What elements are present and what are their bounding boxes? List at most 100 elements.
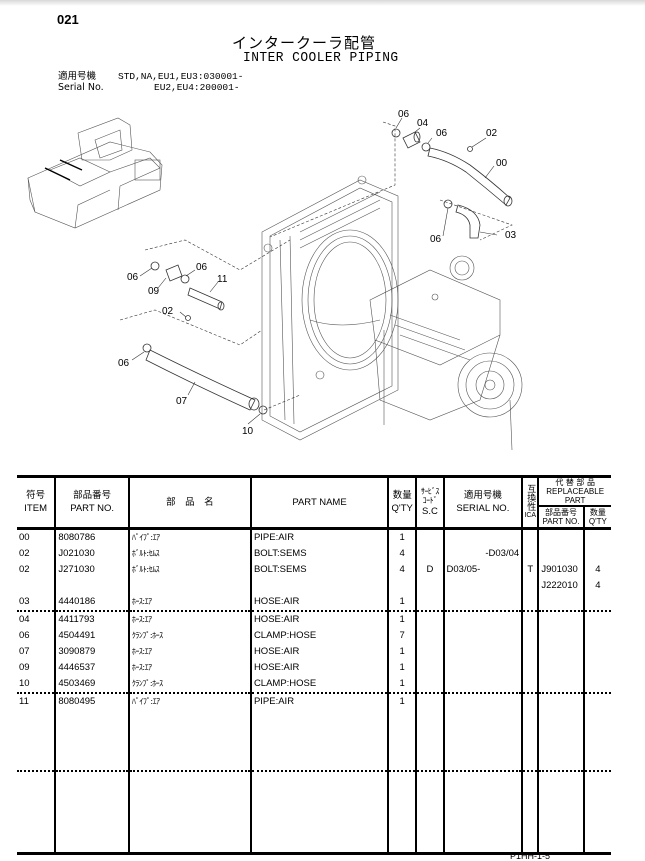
serial-cell xyxy=(442,643,523,660)
header-sc-jp: ｻｰﾋﾞｽ ｺｰﾄﾞ xyxy=(420,486,440,505)
callout-06: 06 xyxy=(196,262,208,273)
serial-cell: D03/05- xyxy=(442,561,523,578)
serial-cell xyxy=(442,577,523,594)
header-repl-en2: PART xyxy=(564,496,586,505)
repl-part-cell: J901030 xyxy=(537,561,584,578)
name-en-cell: PIPE:AIR xyxy=(249,528,389,546)
clamp-06-d xyxy=(150,261,160,271)
name-jp-cell: ﾎｰｽ:ｴｱ xyxy=(127,593,251,611)
sc-cell: D xyxy=(415,561,444,578)
serial-cell xyxy=(442,627,523,644)
header-repl-qty-en: Q'TY xyxy=(588,516,607,526)
header-serial-en: SERIAL NO. xyxy=(456,503,510,515)
callout-04: 04 xyxy=(417,118,429,129)
bolt-02-a xyxy=(467,146,473,152)
repl-part-cell xyxy=(537,659,584,676)
serial-label-en: Serial No. xyxy=(58,82,104,93)
sc-cell xyxy=(415,675,444,693)
callout-07: 07 xyxy=(176,396,188,407)
part-no-cell: 3090879 xyxy=(54,643,129,660)
sc-cell xyxy=(415,528,444,546)
callout-02: 02 xyxy=(486,128,498,139)
part-no-cell: J271030 xyxy=(54,561,129,578)
ica-cell xyxy=(521,593,539,611)
serial-cell xyxy=(442,675,523,693)
item-cell: 07 xyxy=(19,645,30,657)
name-jp-cell: ﾊﾟｲﾌﾟ:ｴｱ xyxy=(127,528,251,546)
repl-qty-cell xyxy=(582,627,611,644)
item-cell: 00 xyxy=(19,531,30,543)
repl-part-cell xyxy=(537,609,584,628)
repl-part-cell xyxy=(537,675,584,693)
name-jp-cell: ﾎｰｽ:ｴｱ xyxy=(127,659,251,676)
callout-06: 06 xyxy=(398,109,410,120)
repl-qty-cell xyxy=(582,593,611,611)
name-en-cell: HOSE:AIR xyxy=(249,643,389,660)
name-en-cell: HOSE:AIR xyxy=(249,659,389,676)
name-jp-cell: ﾎｰｽ:ｴｱ xyxy=(127,609,251,628)
serial-cell xyxy=(442,659,523,676)
leader-lines xyxy=(131,117,498,425)
part-no-cell: 8080495 xyxy=(54,691,129,710)
clamp-06-f xyxy=(142,343,152,353)
ica-cell xyxy=(521,675,539,693)
repl-part-cell xyxy=(537,627,584,644)
sc-cell xyxy=(415,691,444,710)
qty-cell: 1 xyxy=(387,609,417,628)
ica-cell xyxy=(521,627,539,644)
callout-00: 00 xyxy=(496,158,508,169)
qty-cell: 4 xyxy=(387,545,417,562)
repl-qty-cell xyxy=(582,691,611,710)
qty-cell: 4 xyxy=(387,561,417,578)
exploded-diagram: 06 04 06 02 00 06 03 06 09 06 11 02 06 0… xyxy=(27,109,523,451)
qty-cell: 1 xyxy=(387,528,417,546)
part-no-cell xyxy=(54,577,129,594)
part-11-pipe xyxy=(187,287,223,310)
ica-cell xyxy=(521,545,539,562)
ica-cell xyxy=(521,577,539,594)
callout-06: 06 xyxy=(436,128,448,139)
repl-qty-cell xyxy=(582,609,611,628)
serial-line-1: STD,NA,EU1,EU3:030001- xyxy=(118,71,244,82)
header-partno-en: PART NO. xyxy=(70,503,115,515)
repl-qty-cell xyxy=(582,643,611,660)
callout-03: 03 xyxy=(505,230,517,241)
repl-qty-cell xyxy=(582,545,611,562)
serial-line-2: EU2,EU4:200001- xyxy=(154,82,240,93)
name-en-cell xyxy=(249,577,389,594)
ica-cell xyxy=(521,528,539,546)
sc-cell xyxy=(415,609,444,628)
header-part-no: 部品番号 PART NO. xyxy=(54,476,129,530)
header-repl-qty-jp: 数量 xyxy=(589,507,606,517)
part-no-cell: J021030 xyxy=(54,545,129,562)
serial-cell: -D03/04 xyxy=(442,545,523,562)
sc-cell xyxy=(415,643,444,660)
item-cell: 03 xyxy=(19,595,30,607)
callout-09: 09 xyxy=(148,286,160,297)
part-04-hose xyxy=(402,131,421,149)
sc-cell xyxy=(415,627,444,644)
repl-qty-cell xyxy=(582,528,611,546)
name-en-cell: HOSE:AIR xyxy=(249,593,389,611)
part-no-cell: 4446537 xyxy=(54,659,129,676)
qty-cell xyxy=(387,577,417,594)
radiator xyxy=(261,175,399,441)
header-replaceable: 代 替 部 品 REPLACEABLE PART xyxy=(537,476,611,507)
header-item-en: ITEM xyxy=(24,503,47,515)
excavator-thumbnail xyxy=(27,117,163,229)
header-repl-qty: 数量 Q'TY xyxy=(582,506,611,530)
qty-cell: 1 xyxy=(387,593,417,611)
header-item-jp: 符号 xyxy=(26,490,46,502)
qty-cell: 1 xyxy=(387,643,417,660)
callout-11: 11 xyxy=(217,274,228,285)
header-ica-jp: 互換性 xyxy=(525,484,536,512)
name-en-cell: CLAMP:HOSE xyxy=(249,627,389,644)
qty-cell: 1 xyxy=(387,691,417,710)
header-partno-jp: 部品番号 xyxy=(73,490,112,502)
part-no-cell: 4440186 xyxy=(54,593,129,611)
item-cell: 10 xyxy=(19,677,30,689)
